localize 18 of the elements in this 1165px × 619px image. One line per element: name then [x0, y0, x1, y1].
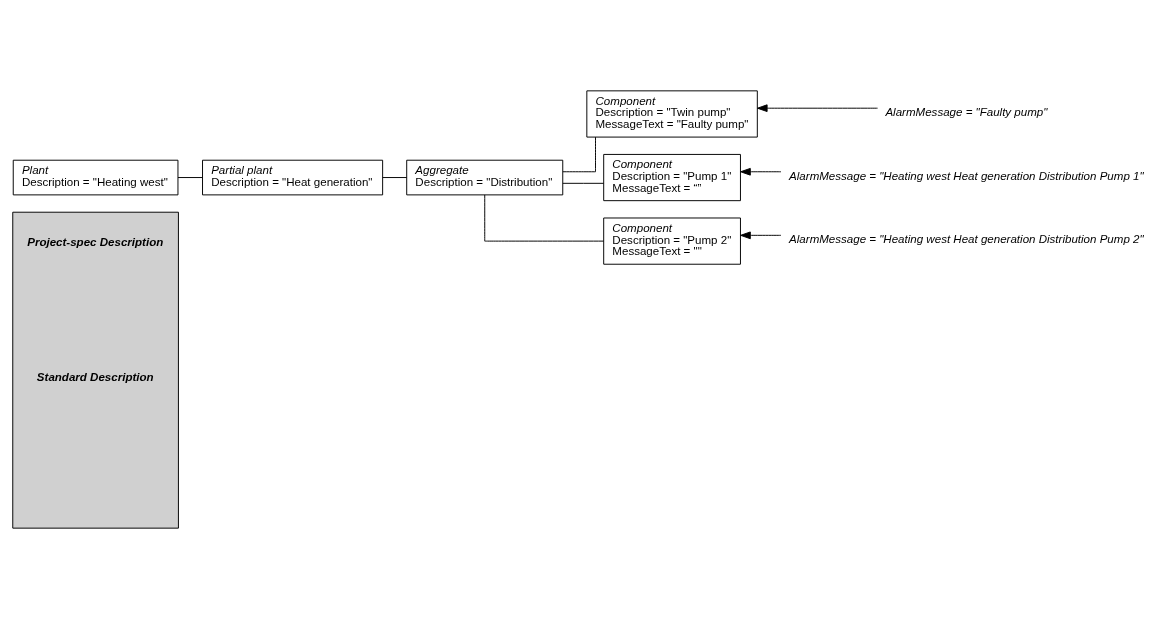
connector: [562, 182, 605, 184]
node-box: Partial plant Description = "Heat generation": [202, 159, 384, 196]
node-text: AlarmMessage = "Heating west Heat generation Distribution Pump 1": [789, 169, 1144, 182]
node-box: Component Description = "Pump 2" MessageText = "": [603, 217, 741, 265]
arrow: [740, 167, 782, 176]
node-box: Component Description = "Twin pump" MessageText = "Faulty pump": [586, 90, 758, 138]
node-text: AlarmMessage = "Heating west Heat generation Distribution Pump 2": [789, 233, 1144, 246]
node-box: Aggregate Description = "Distribution": [406, 159, 564, 196]
node-box: Project-spec Description Standard Description: [12, 211, 179, 529]
node-box: Plant Description = "Heating west": [12, 159, 179, 196]
arrow: [740, 231, 782, 240]
connector: [382, 177, 408, 178]
node-text: AlarmMessage = "Faulty pump": [885, 105, 1048, 118]
arrow: [757, 104, 879, 113]
connector: [562, 136, 596, 173]
connector: [484, 194, 605, 242]
node-box: Component Description = "Pump 1" MessageText = “”: [603, 153, 741, 202]
connector: [177, 177, 203, 178]
